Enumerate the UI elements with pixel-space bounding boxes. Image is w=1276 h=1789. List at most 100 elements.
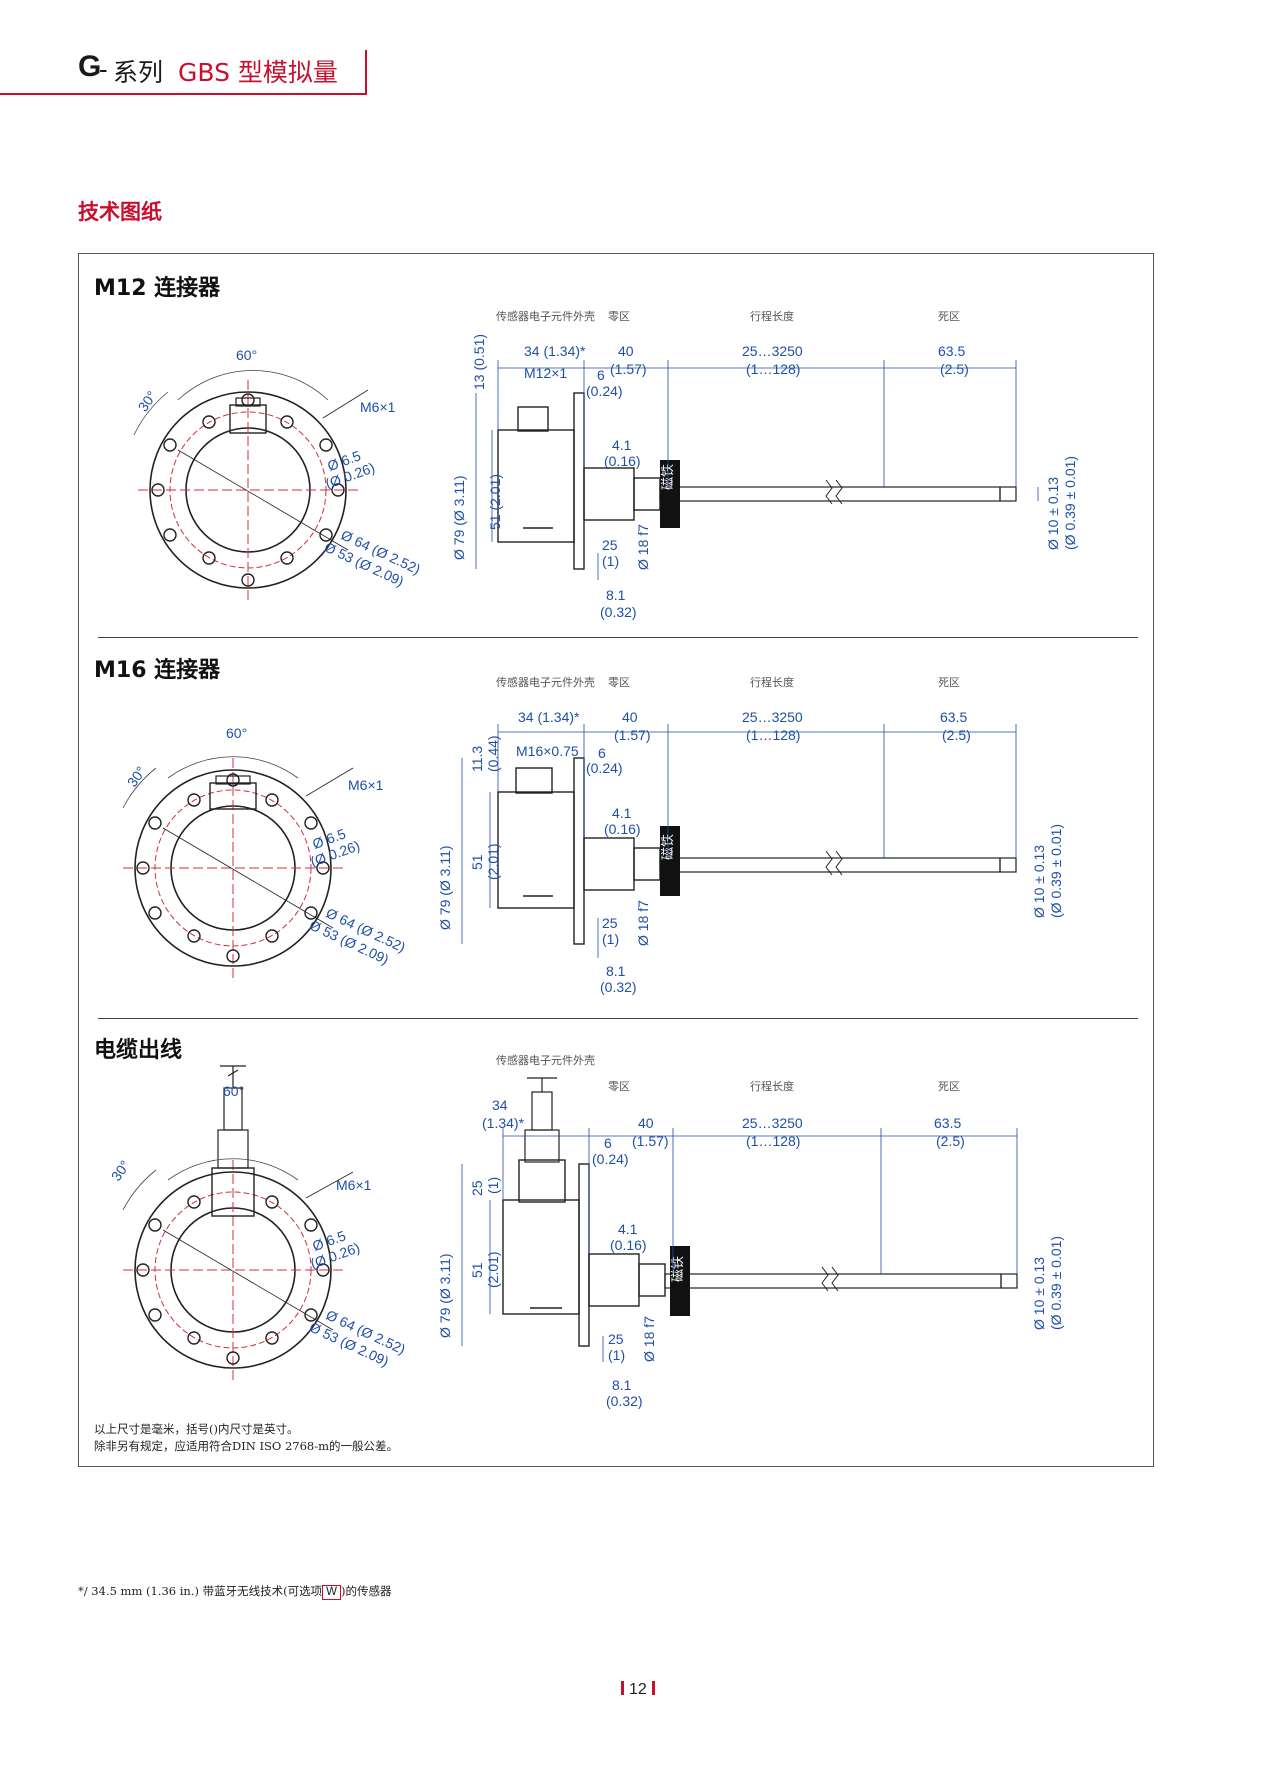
front-view [122,1065,354,1380]
zone-stroke-label: 行程长度 [750,675,794,689]
zone-housing-label: 传感器电子元件外壳 [496,675,595,689]
footnote-prefix: */ 34.5 mm (1.36 in.) 带蓝牙无线技术(可选项 [78,1584,323,1598]
body-diameter-label: Ø 79 (Ø 3.11) [437,845,453,930]
rod-diameter-label: Ø 10 ± 0.13 [1031,845,1047,918]
page-number-value: 12 [629,1681,647,1698]
side-view [502,1077,1018,1347]
header-series-letter: G [78,50,102,83]
top-height-label: 13 (0.51) [471,334,487,390]
hex-dim-inch-label: (0.16) [604,453,641,469]
body-diameter-label: Ø 79 (Ø 3.11) [451,475,467,560]
null-length-label: 40 [618,343,634,359]
rod-diameter-label: Ø 10 ± 0.13 [1031,1257,1047,1330]
page-number: 12 [616,1681,660,1699]
dead-length-inch-label: (2.5) [936,1133,965,1149]
housing-width-label: 34 (1.34)* [518,709,580,725]
side-view [497,392,1017,570]
housing-width-inch-label: (1.34)* [482,1115,525,1131]
null-length-inch-label: (1.57) [610,361,647,377]
fit-label: Ø 18 f7 [641,1316,657,1362]
hex-dim-label: 4.1 [612,437,632,453]
thread-m6-label: M6×1 [336,1177,372,1193]
front-view [122,756,354,978]
angle-60-label: 60° [223,1083,244,1099]
subsection-title-cable: 电缆出线 [94,1038,183,1063]
fit-label: Ø 18 f7 [635,524,651,570]
option-code-badge: W [322,1585,341,1600]
flange-length-inch-label: (0.32) [600,604,637,620]
top-height-inch-label: (1) [485,1177,501,1194]
zone-housing-label: 传感器电子元件外壳 [496,309,595,323]
zone-stroke-label: 行程长度 [750,309,794,323]
thread-m6-label: M6×1 [348,777,384,793]
dead-length-inch-label: (2.5) [942,727,971,743]
hex-dim-label: 4.1 [618,1221,638,1237]
zone-dead-label: 死区 [938,676,960,689]
magnet [660,826,680,896]
connector-label: M12×1 [524,365,567,381]
zone-null-label: 零区 [608,1080,630,1093]
top-height-label: 11.3 [469,746,485,772]
null-length-inch-label: (1.57) [632,1133,669,1149]
hex-dim-label: 4.1 [612,805,632,821]
angle-60-label: 60° [236,347,257,363]
body-height-inch-label: (2.01) [485,843,501,880]
technical-drawing-m16: 60° 30° M6×1 Ø 6.5 (Ø 0.26) Ø 64 (Ø 2.52… [122,675,1064,995]
page-header: G - 系列 GBS 型模拟量 [0,40,380,96]
flange-thickness-inch-label: (0.24) [592,1151,629,1167]
drawing-frame [78,253,1154,1467]
section-divider [98,637,1138,638]
zone-stroke-label: 行程长度 [750,1079,794,1093]
side-view [497,757,1017,945]
thread-m6-label: M6×1 [360,399,396,415]
dead-length-label: 63.5 [940,709,967,725]
thread-length-label: 25 [602,537,618,553]
flange-length-inch-label: (0.32) [606,1393,643,1409]
connector-label: M16×0.75 [516,743,579,759]
thread-length-inch-label: (1) [608,1347,625,1363]
zone-dead-label: 死区 [938,310,960,323]
top-height-label: 25 [469,1180,485,1196]
front-view [133,370,369,600]
rod-diameter-inch-label: (Ø 0.39 ± 0.01) [1062,456,1078,550]
flange-thickness-inch-label: (0.24) [586,760,623,776]
stroke-label: 25…3250 [742,343,803,359]
stroke-inch-label: (1…128) [746,1133,800,1149]
hex-dim-inch-label: (0.16) [610,1237,647,1253]
drawing-notes: 以上尺寸是毫米，括号()内尺寸是英寸。 除非另有规定，应适用符合DIN ISO … [94,1421,398,1455]
header-model: GBS 型模拟量 [178,58,338,87]
zone-null-label: 零区 [608,676,630,689]
stroke-label: 25…3250 [742,709,803,725]
rod-diameter-inch-label: (Ø 0.39 ± 0.01) [1048,1236,1064,1330]
rod-diameter-label: Ø 10 ± 0.13 [1045,477,1061,550]
thread-length-label: 25 [602,915,618,931]
technical-drawing-cable: 60° 30° M6×1 Ø 6.5 (Ø 0.26) Ø 64 (Ø 2.52… [108,1053,1064,1409]
zone-housing-label: 传感器电子元件外壳 [496,1053,595,1067]
dead-length-inch-label: (2.5) [940,361,969,377]
dead-length-label: 63.5 [938,343,965,359]
thread-length-inch-label: (1) [602,931,619,947]
null-length-label: 40 [622,709,638,725]
subsection-title-m12: M12 连接器 [94,276,221,301]
rod-diameter-inch-label: (Ø 0.39 ± 0.01) [1048,824,1064,918]
fit-label: Ø 18 f7 [635,900,651,946]
flange-length-label: 8.1 [606,587,626,603]
magnet-label: 磁铁 [660,464,675,490]
header-rule [0,93,367,95]
flange-thickness-label: 6 [604,1135,612,1151]
zone-dead-label: 死区 [938,1080,960,1093]
body-height-label: 51 [469,854,485,870]
magnet [660,460,680,528]
thread-length-inch-label: (1) [602,553,619,569]
null-length-label: 40 [638,1115,654,1131]
flange-thickness-inch-label: (0.24) [586,383,623,399]
stroke-inch-label: (1…128) [746,361,800,377]
top-height-inch-label: (0.44) [485,735,501,772]
section-divider [98,1018,1138,1019]
page-number-bar [651,1681,655,1695]
flange-thickness-label: 6 [598,745,606,761]
note-line: 以上尺寸是毫米，括号()内尺寸是英寸。 [94,1422,299,1436]
stroke-inch-label: (1…128) [746,727,800,743]
header-dash: - [99,54,108,84]
